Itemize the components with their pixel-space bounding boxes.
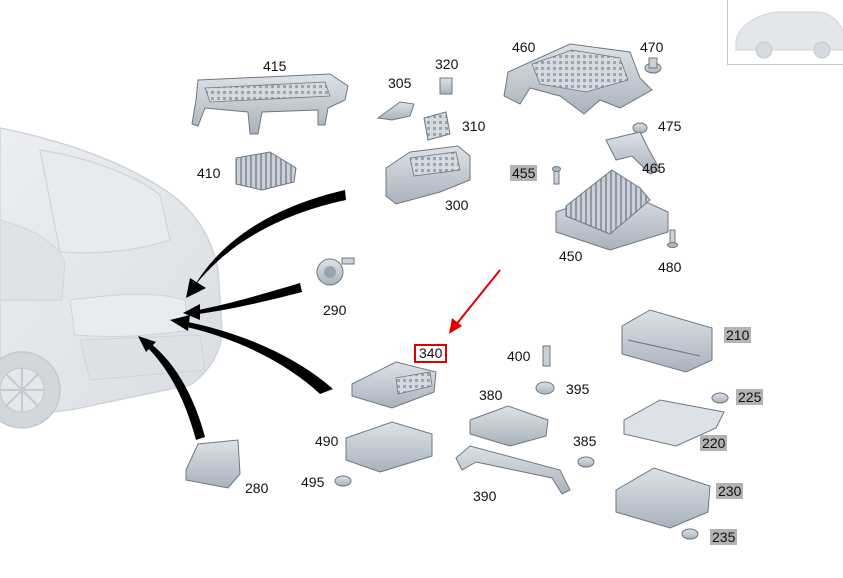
label-475[interactable]: 475 (658, 118, 682, 134)
label-385[interactable]: 385 (573, 433, 597, 449)
label-470[interactable]: 470 (640, 39, 664, 55)
callout-arrows (138, 190, 346, 440)
label-280[interactable]: 280 (245, 480, 269, 496)
label-300[interactable]: 300 (445, 197, 469, 213)
part-415-cover-bracket[interactable] (191, 73, 349, 135)
label-235[interactable]: 235 (710, 529, 738, 545)
part-400-bolt[interactable] (542, 345, 551, 367)
part-300-fuse-box[interactable] (385, 145, 471, 205)
part-280-module[interactable] (185, 439, 241, 489)
label-455[interactable]: 455 (510, 165, 538, 181)
part-235-nut[interactable] (681, 528, 699, 540)
part-220-plate[interactable] (623, 399, 725, 447)
label-465[interactable]: 465 (642, 160, 666, 176)
part-290-grommet[interactable] (316, 257, 355, 286)
part-460-cover[interactable] (503, 43, 653, 115)
label-210[interactable]: 210 (724, 327, 752, 343)
label-495[interactable]: 495 (301, 474, 325, 490)
part-305-clip[interactable] (376, 101, 415, 121)
label-380[interactable]: 380 (479, 387, 503, 403)
label-390[interactable]: 390 (473, 488, 497, 504)
part-395-nut[interactable] (535, 381, 555, 395)
vehicle-thumbnail-icon (735, 11, 843, 59)
label-225[interactable]: 225 (736, 389, 764, 405)
label-310[interactable]: 310 (462, 118, 486, 134)
label-490[interactable]: 490 (315, 433, 339, 449)
part-210-charger-module[interactable] (621, 309, 713, 373)
label-460[interactable]: 460 (512, 39, 536, 55)
highlight-pointer (449, 269, 501, 334)
part-455-bolt[interactable] (552, 166, 561, 185)
part-230-converter-module[interactable] (615, 467, 711, 529)
label-340-selected[interactable]: 340 (414, 344, 448, 363)
part-465-bracket[interactable] (605, 131, 661, 175)
part-385-nut[interactable] (577, 456, 595, 468)
label-400[interactable]: 400 (507, 348, 531, 364)
label-450[interactable]: 450 (559, 248, 583, 264)
part-450-heatsink-module[interactable] (555, 169, 669, 251)
part-310-connector[interactable] (423, 111, 451, 141)
label-305[interactable]: 305 (388, 75, 412, 91)
part-495-nut[interactable] (334, 475, 352, 487)
label-395[interactable]: 395 (566, 381, 590, 397)
part-340-control-unit[interactable] (351, 361, 437, 409)
part-480-bolt[interactable] (667, 229, 678, 248)
part-390-bracket[interactable] (455, 445, 571, 495)
label-230[interactable]: 230 (716, 483, 744, 499)
label-410[interactable]: 410 (197, 165, 221, 181)
vehicle-illustration (0, 127, 223, 429)
label-290[interactable]: 290 (323, 302, 347, 318)
part-470-nut[interactable] (644, 57, 662, 74)
vehicle-thumbnail[interactable] (727, 0, 843, 65)
label-220[interactable]: 220 (700, 435, 728, 451)
part-225-nut[interactable] (711, 392, 729, 404)
label-320[interactable]: 320 (435, 56, 459, 72)
label-480[interactable]: 480 (658, 259, 682, 275)
part-320-fuse[interactable] (439, 77, 453, 95)
part-410-module[interactable] (235, 151, 297, 191)
part-380-module[interactable] (469, 405, 549, 447)
label-415[interactable]: 415 (263, 58, 287, 74)
part-490-module[interactable] (345, 421, 433, 473)
